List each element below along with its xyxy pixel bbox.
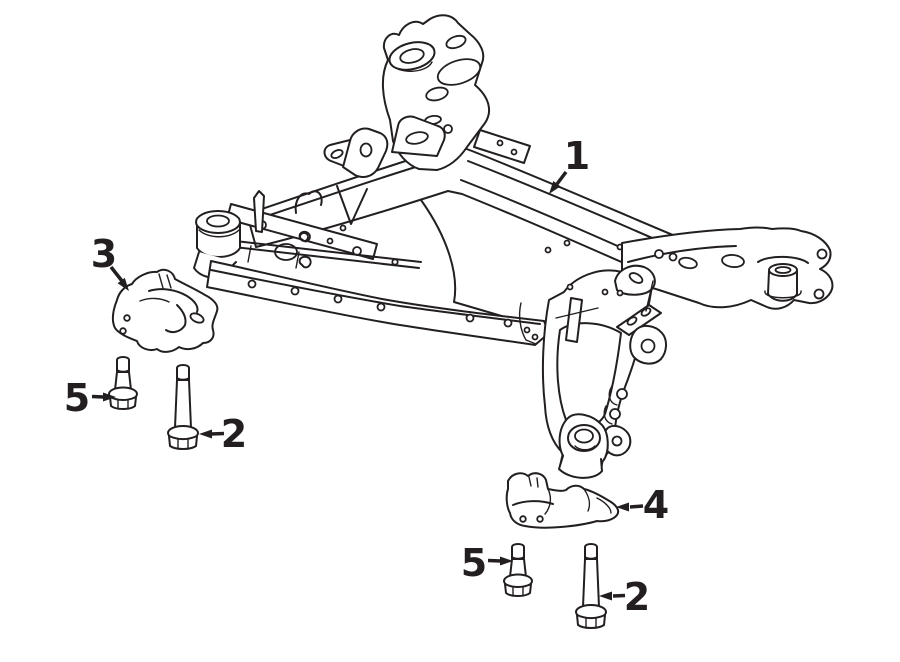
- long-bolt-part-2-bottom[interactable]: [575, 543, 607, 629]
- mid-structure: [226, 185, 506, 318]
- callout-4-arrow: [629, 504, 644, 509]
- callout-5-left-arrow: [91, 394, 105, 399]
- bottom-bushing: [558, 413, 609, 479]
- front-rail: [206, 260, 550, 346]
- callout-5-bottom-arrowhead-icon: [500, 556, 513, 566]
- right-arm: [621, 226, 834, 310]
- callout-5-bottom-label: 5: [461, 541, 487, 585]
- callout-4-arrowhead-icon: [616, 502, 629, 512]
- callout-5-bottom-arrow: [487, 558, 502, 563]
- callout-3-arrow: [109, 265, 124, 283]
- callout-2-left-arrow: [210, 431, 225, 436]
- callout-2-bottom-arrowhead-icon: [599, 591, 612, 601]
- mount-bracket-part-3[interactable]: [111, 268, 219, 353]
- callout-2-left-arrowhead-icon: [199, 429, 212, 439]
- short-bolt-part-5-left[interactable]: [108, 356, 138, 410]
- callout-1-arrow: [555, 170, 568, 186]
- callout-2-bottom-arrow: [612, 593, 626, 598]
- callout-5-left-arrowhead-icon: [103, 392, 116, 402]
- beam-brackets: [323, 115, 531, 178]
- callout-3[interactable]: 3: [91, 232, 129, 291]
- callout-4-label: 4: [643, 483, 669, 527]
- callout-5-bottom[interactable]: 5: [461, 541, 513, 585]
- short-bolt-part-5-bottom[interactable]: [503, 543, 533, 597]
- callout-4[interactable]: 4: [616, 483, 669, 527]
- callout-3-arrowhead-icon: [117, 277, 129, 291]
- callout-2-left[interactable]: 2: [199, 412, 247, 456]
- long-bolt-part-2-left[interactable]: [167, 364, 199, 450]
- callout-1-arrowhead-icon: [549, 181, 561, 194]
- callout-5-left[interactable]: 5: [64, 376, 116, 420]
- subframe-crossmember-part-1[interactable]: [193, 14, 834, 479]
- callout-5-left-label: 5: [64, 376, 90, 420]
- callout-2-bottom-label: 2: [624, 575, 650, 619]
- callout-2-left-label: 2: [221, 412, 247, 456]
- callout-2-bottom[interactable]: 2: [599, 575, 650, 619]
- callout-1-label: 1: [564, 134, 590, 178]
- mount-bracket-part-4[interactable]: [505, 472, 620, 529]
- right-bushing: [764, 263, 802, 302]
- callout-1[interactable]: 1: [549, 134, 590, 194]
